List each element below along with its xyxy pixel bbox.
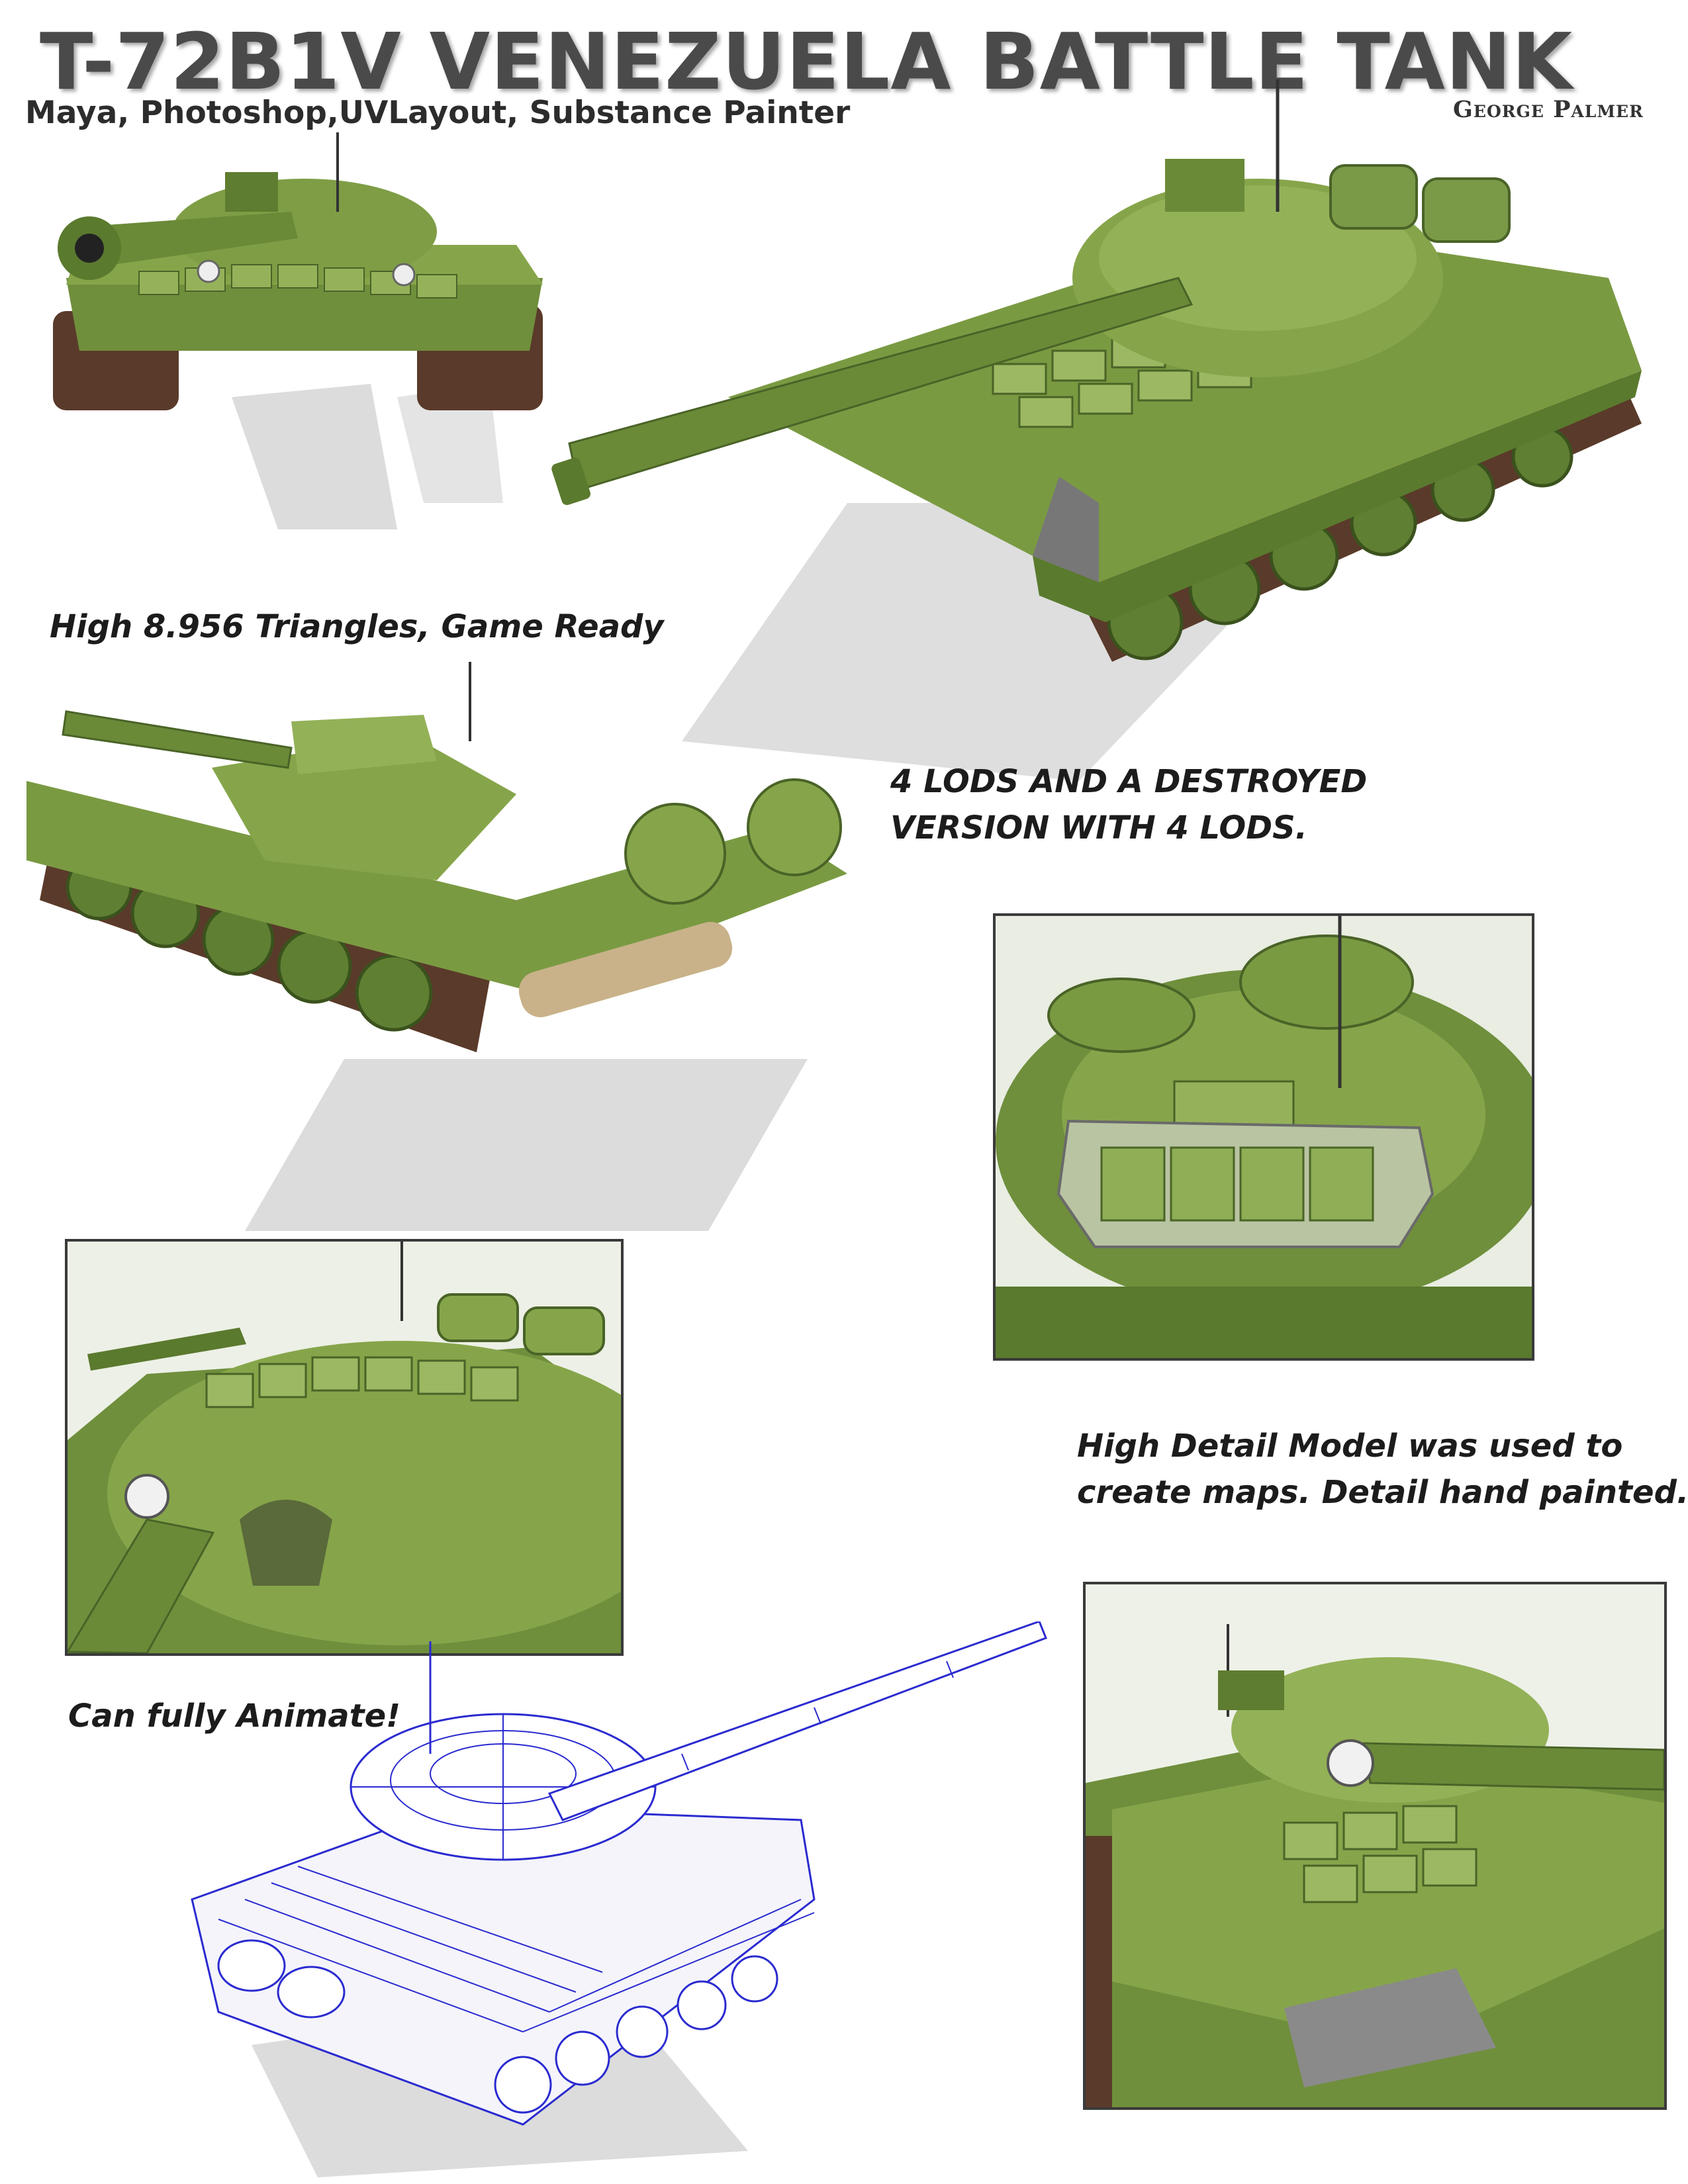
caption-lods-line2: VERSION WITH 4 LODS. bbox=[890, 809, 1307, 846]
tank-front-render bbox=[26, 132, 556, 536]
caption-triangles: High 8.956 Triangles, Game Ready bbox=[50, 608, 664, 645]
turret-closeup-detail bbox=[65, 1239, 624, 1656]
tank-side-render bbox=[13, 662, 874, 1231]
turret-top-detail bbox=[993, 913, 1534, 1361]
caption-animate: Can fully Animate! bbox=[68, 1698, 401, 1735]
caption-lods-line1: 4 LODS AND A DESTROYED bbox=[890, 763, 1368, 800]
page-title: T-72B1V VENEZUELA BATTLE TANK bbox=[40, 16, 1573, 107]
tank-perspective-render bbox=[516, 79, 1655, 781]
tank-front-closeup-detail bbox=[1083, 1582, 1667, 2110]
caption-detail-line2: create maps. Detail hand painted. bbox=[1077, 1474, 1688, 1511]
author-name: George Palmer bbox=[1453, 96, 1644, 123]
software-list: Maya, Photoshop,UVLayout, Substance Pain… bbox=[25, 95, 851, 131]
tank-wireframe-render bbox=[152, 1621, 1079, 2177]
caption-detail-line1: High Detail Model was used to bbox=[1077, 1428, 1623, 1465]
